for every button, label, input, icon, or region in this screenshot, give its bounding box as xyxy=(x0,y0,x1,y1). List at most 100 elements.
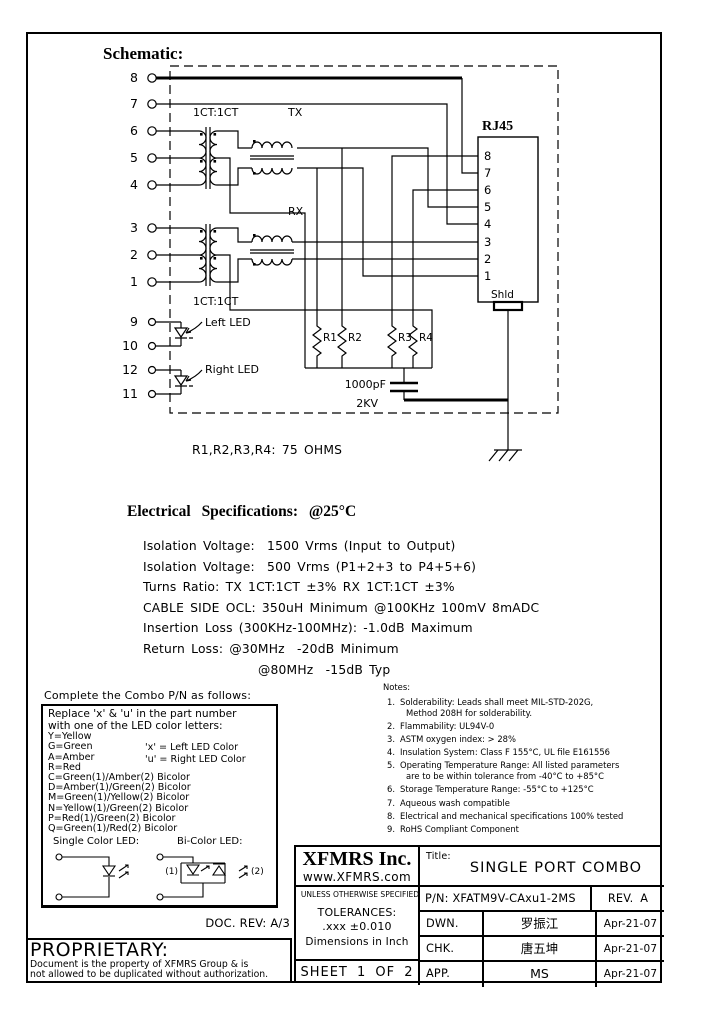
company-cell: XFMRS Inc. www.XFMRS.com xyxy=(296,847,420,885)
app-row: APP. MS Apr-21-07 xyxy=(420,960,664,987)
j1-pin-2: 2 xyxy=(130,247,138,262)
note-item: 3.ASTM oxygen index: > 28% xyxy=(387,733,516,744)
spec-line: Turns Ratio: TX 1CT:1CT ±3% RX 1CT:1CT ±… xyxy=(143,580,455,595)
app-date: Apr-21-07 xyxy=(603,968,658,980)
spec-heading: Electrical Specifications: @25°C xyxy=(127,503,357,520)
tx-ratio-label: 1CT:1CT xyxy=(193,106,239,119)
sheet-cell: SHEET 1 OF 2 xyxy=(296,959,420,985)
drawing-title: SINGLE PORT COMBO xyxy=(469,860,643,876)
notes-heading: Notes: xyxy=(383,682,411,692)
rj45-pin-7: 7 xyxy=(484,166,491,180)
termination-resistors xyxy=(312,322,418,368)
tx-transformer xyxy=(198,127,294,189)
chk-row: CHK. 唐五坤 Apr-21-07 xyxy=(420,935,664,962)
title-label: Title: xyxy=(426,851,451,862)
j1-pin-9: 9 xyxy=(130,314,138,329)
color-code: A=Amber xyxy=(48,751,95,763)
j1-pin-4: 4 xyxy=(130,177,138,192)
right-led-symbol xyxy=(156,369,203,395)
dwn-date: Apr-21-07 xyxy=(603,918,658,930)
company-website: www.XFMRS.com xyxy=(302,870,412,884)
chk-date: Apr-21-07 xyxy=(603,943,658,955)
rj45-pin-8: 8 xyxy=(484,149,491,163)
spec-line: Insertion Loss (300KHz-100MHz): -1.0dB M… xyxy=(143,621,473,636)
proprietary-box: PROPRIETARY: Document is the property of… xyxy=(26,938,292,983)
spec-line: @80MHz -15dB Typ xyxy=(258,662,391,677)
bi-led-label: Bi-Color LED: xyxy=(177,836,243,847)
rx-ratio-label: 1CT:1CT xyxy=(193,295,239,308)
color-code: C=Green(1)/Amber(2) Bicolor xyxy=(48,772,190,783)
j1-pin-6: 6 xyxy=(130,123,138,138)
combo-pn-box: Replace 'x' & 'u' in the part number wit… xyxy=(41,704,278,908)
tolerances-label: TOLERANCES: xyxy=(317,906,397,919)
note-item: 2.Flammability: UL94V-0 xyxy=(387,720,495,731)
j1-pin-12: 12 xyxy=(122,362,138,377)
combo-u-note: 'u' = Right LED Color xyxy=(145,754,246,765)
spec-line: CABLE SIDE OCL: 350uH Minimum @100KHz 10… xyxy=(143,600,540,615)
rj45-pin-3: 3 xyxy=(484,235,491,249)
tolerance-value: .xxx ±0.010 xyxy=(322,920,392,933)
note-item: 7.Aqueous wash compatible xyxy=(387,797,510,808)
led1-label: (1) xyxy=(165,867,178,877)
dwn-row: DWN. 罗振江 Apr-21-07 xyxy=(420,910,664,937)
combo-x-note: 'x' = Left LED Color xyxy=(145,742,239,753)
shield-label: Shld xyxy=(491,289,514,301)
r2-label: R2 xyxy=(348,332,362,344)
rx-label: RX xyxy=(288,205,304,218)
bi-color-led-diagram xyxy=(156,853,248,901)
single-led-label: Single Color LED: xyxy=(53,836,140,847)
rj45-pin-4: 4 xyxy=(484,217,491,231)
single-led-diagram xyxy=(55,853,129,901)
part-number-cell: P/N: XFATM9V-CAxu1-2MS xyxy=(420,887,592,912)
pn-row: P/N: XFATM9V-CAxu1-2MS REV. A xyxy=(420,885,664,912)
app-label: APP. xyxy=(420,962,484,987)
resistor-note: R1,R2,R3,R4: 75 OHMS xyxy=(192,443,343,457)
color-code: N=Yellow(1)/Green(2) Bicolor xyxy=(48,802,189,814)
r3-label: R3 xyxy=(398,332,412,344)
j1-pin-11: 11 xyxy=(122,386,138,401)
j1-pin-5: 5 xyxy=(130,150,138,165)
dimensions-note: Dimensions in Inch xyxy=(305,936,409,948)
cap-value-label: 1000pF xyxy=(345,378,386,391)
color-code: R=Red xyxy=(48,761,81,773)
note-item: 6.Storage Temperature Range: -55°C to +1… xyxy=(387,784,594,795)
note-item: 4.Insulation System: Class F 155°C, UL f… xyxy=(387,747,610,758)
rev-cell: REV. A xyxy=(607,892,649,905)
spec-line: Return Loss: @30MHz -20dB Minimum xyxy=(143,641,399,656)
left-led-symbol xyxy=(156,321,203,347)
color-code: D=Amber(1)/Green(2) Bicolor xyxy=(48,782,191,794)
spec-lines: Isolation Voltage: 1500 Vrms (Input to O… xyxy=(143,536,539,680)
tolerance-header: UNLESS OTHERWISE SPECIFIED xyxy=(300,889,420,899)
j1-pin-1: 1 xyxy=(130,274,138,289)
ground-symbol xyxy=(488,449,522,462)
notes: Notes: 1.Solderability: Leads shall meet… xyxy=(383,682,653,837)
pn-label: P/N: xyxy=(425,892,449,905)
rj45-connector xyxy=(477,136,539,312)
rj45-pin-2: 2 xyxy=(484,252,491,266)
led-diagrams: (1) (2) xyxy=(55,853,264,901)
left-led-label: Left LED xyxy=(205,316,251,329)
color-code: Y=Yellow xyxy=(48,731,92,743)
rj45-label: RJ45 xyxy=(482,119,513,134)
color-code: M=Green(1)/Yellow(2) Bicolor xyxy=(48,792,190,804)
title-cell: Title: SINGLE PORT COMBO xyxy=(420,847,664,885)
combo-header: Complete the Combo P/N as follows: xyxy=(44,689,252,702)
rj45-pin-1: 1 xyxy=(484,269,491,283)
note-item: 8.Electrical and mechanical specificatio… xyxy=(387,810,624,821)
j1-pin-7: 7 xyxy=(130,96,138,111)
right-led-label: Right LED xyxy=(205,363,259,376)
schematic-heading: Schematic: xyxy=(103,44,184,63)
j1-pin-terminals xyxy=(147,73,157,399)
cap-rating-label: 2KV xyxy=(356,397,378,410)
rx-transformer xyxy=(198,224,294,286)
note-item: 1.Solderability: Leads shall meet MIL-ST… xyxy=(387,696,594,718)
schematic-labels: 8 7 6 5 4 3 2 1 9 10 12 11 1CT:1CT TX RX… xyxy=(122,70,514,410)
led2-label: (2) xyxy=(251,867,264,877)
doc-rev: DOC. REV: A/3 xyxy=(205,916,290,930)
combo-color-codes: Y=Yellow G=Green A=Amber R=Red C=Green(1… xyxy=(43,731,276,834)
combo-intro-line1: Replace 'x' & 'u' in the part number xyxy=(48,708,237,720)
note-item: 9.RoHS Compliant Component xyxy=(387,823,519,834)
r1-label: R1 xyxy=(323,332,337,344)
